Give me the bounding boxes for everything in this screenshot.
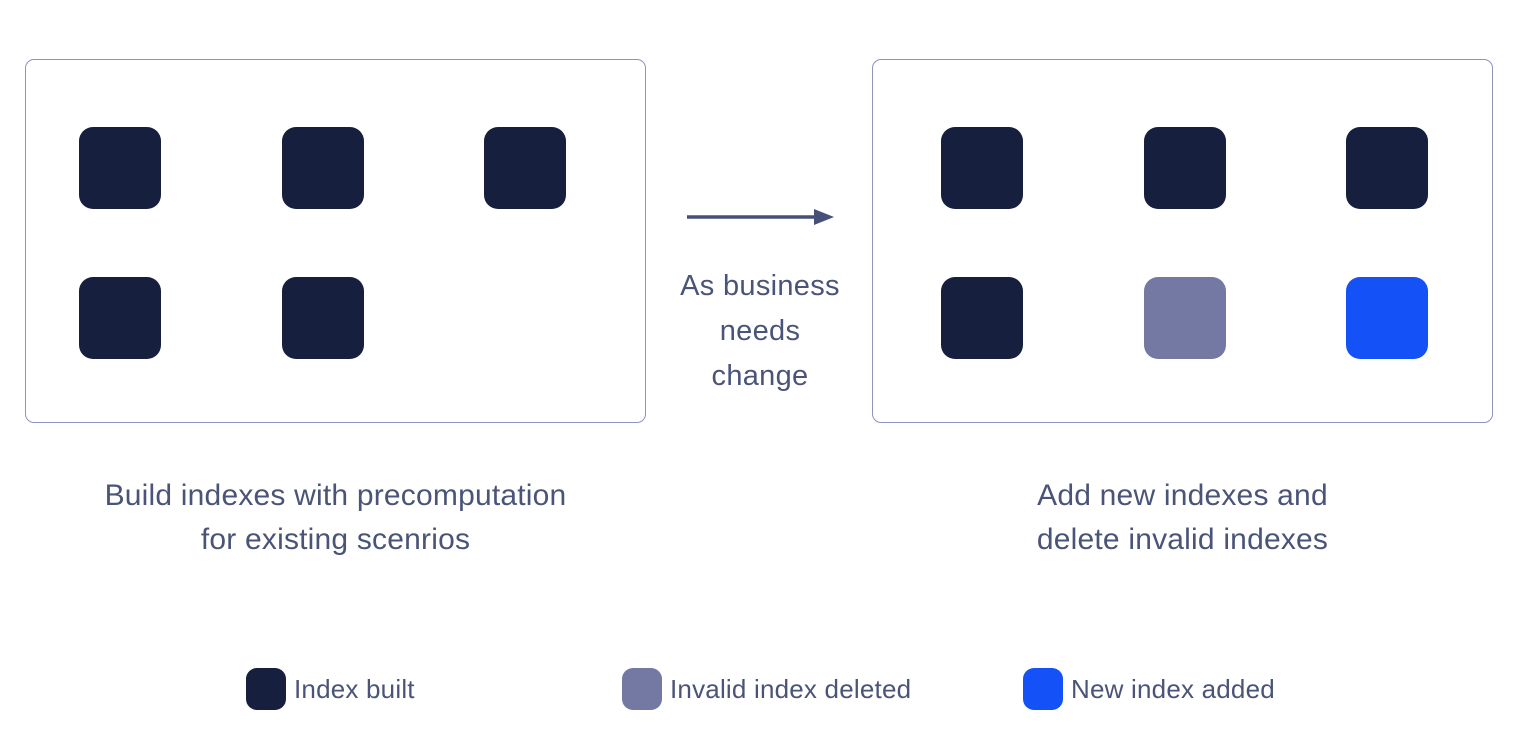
arrow-label: As business needs change [645, 264, 875, 399]
arrow-label-line: change [711, 360, 809, 392]
left-caption-line1: Build indexes with precomputation [104, 479, 567, 512]
arrow-label-line: As business [680, 270, 840, 302]
legend-item-new-index-added: New index added [1023, 668, 1275, 710]
legend-item-index-built: Index built [246, 668, 415, 710]
index-square-built [941, 276, 1023, 359]
index-square-deleted [1143, 276, 1226, 359]
legend-label-index-built: Index built [294, 673, 415, 704]
left-panel-box [25, 59, 646, 423]
index-square-built [941, 127, 1023, 209]
right-panel-caption: Add new indexes and delete invalid index… [872, 474, 1493, 562]
index-square-built [1143, 127, 1226, 209]
arrow-label-line: needs [719, 315, 801, 347]
index-square-built [484, 127, 566, 209]
legend-label-invalid-index-deleted: Invalid index deleted [670, 673, 912, 704]
invalid-index-deleted-swatch [622, 668, 662, 710]
index-square-built [79, 127, 161, 209]
legend-item-invalid-index-deleted: Invalid index deleted [622, 668, 911, 710]
right-caption-line2: delete invalid indexes [1036, 523, 1329, 556]
index-square-added [1346, 276, 1428, 359]
index-square-built [281, 276, 364, 359]
new-index-added-swatch [1023, 668, 1063, 710]
index-square-built [281, 127, 364, 209]
left-caption-line2: for existing scenrios [200, 523, 471, 556]
index-built-swatch [246, 668, 286, 710]
legend-label-new-index-added: New index added [1071, 673, 1275, 704]
index-square-built [79, 276, 161, 359]
arrow-right-icon [687, 209, 834, 225]
right-panel-box [872, 59, 1493, 423]
index-square-built [1346, 127, 1428, 209]
left-panel-caption: Build indexes with precomputation for ex… [25, 474, 646, 562]
right-caption-line1: Add new indexes and [1037, 479, 1328, 512]
